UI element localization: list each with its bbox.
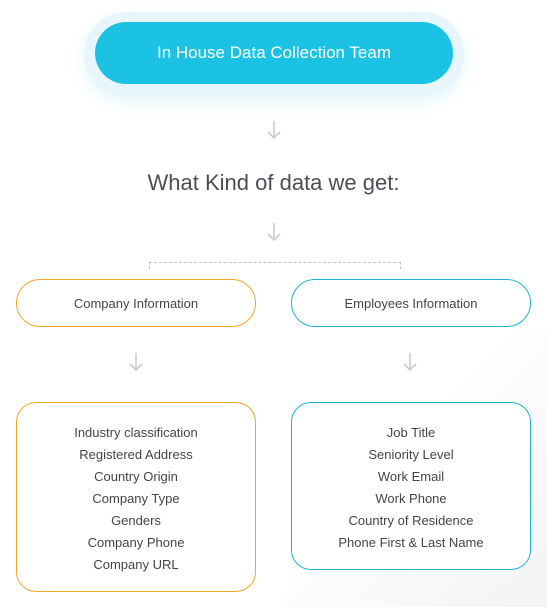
list-item: Registered Address (79, 447, 193, 462)
arrow-down-icon (403, 352, 417, 372)
arrow-down-icon (267, 120, 281, 140)
category-employees: Employees Information (291, 279, 531, 327)
list-item: Phone First & Last Name (338, 535, 484, 550)
title-pill-label: In House Data Collection Team (156, 43, 392, 62)
category-company-label: Company Information (73, 295, 199, 311)
list-item: Work Phone (375, 491, 447, 506)
section-heading: What Kind of data we get: (147, 170, 400, 195)
employee-fields-box: Job Title Seniority Level Work Email Wor… (291, 402, 531, 570)
title-pill: In House Data Collection Team (95, 22, 453, 84)
list-item: Country of Residence (348, 513, 474, 528)
list-item: Industry classification (74, 425, 198, 440)
category-company: Company Information (16, 279, 256, 327)
list-item: Country Origin (94, 469, 178, 484)
list-item: Genders (111, 513, 161, 528)
arrow-down-icon (267, 222, 281, 242)
arrow-down-icon (129, 352, 143, 372)
branch-connector (149, 262, 401, 269)
category-employees-label: Employees Information (344, 295, 478, 311)
list-item: Company Type (92, 491, 180, 506)
company-fields-box: Industry classification Registered Addre… (16, 402, 256, 592)
list-item: Seniority Level (368, 447, 454, 462)
list-item: Work Email (377, 469, 445, 484)
list-item: Job Title (386, 425, 436, 440)
list-item: Company Phone (87, 535, 185, 550)
list-item: Company URL (93, 557, 179, 572)
